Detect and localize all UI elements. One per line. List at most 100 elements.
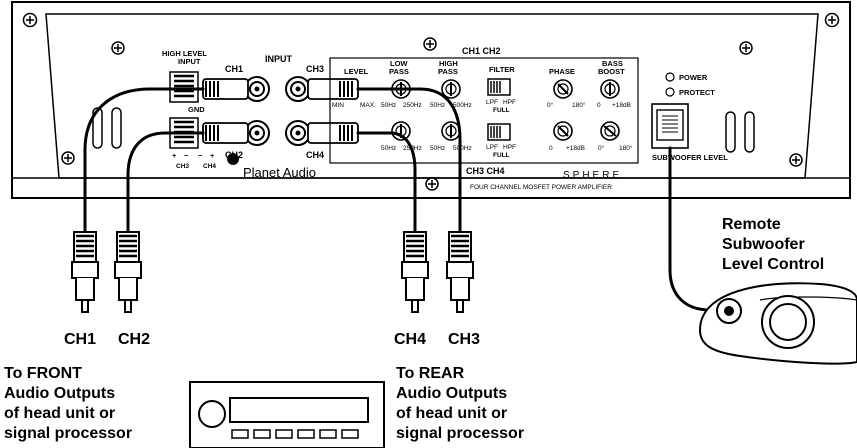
filter-switch-ch12[interactable]	[487, 78, 511, 96]
level-max-label: MAX	[360, 102, 375, 109]
phase-0-label: 0°	[598, 144, 605, 152]
phase-180-label: 180°	[572, 101, 586, 109]
bass-label: BASS	[602, 59, 623, 68]
protect-led-icon	[665, 87, 675, 97]
terminal-ch4-label: CH4	[203, 163, 216, 170]
phase-knob-ch12[interactable]	[553, 79, 573, 99]
remote-title-line3: Level Control	[722, 256, 824, 273]
power-led-icon	[665, 72, 675, 82]
remote-knob-inner	[769, 303, 807, 341]
remote-cable-port-core	[724, 306, 734, 316]
head-unit-button	[297, 429, 315, 439]
head-unit-button	[341, 429, 359, 439]
hp-50hz-label: 50Hz	[430, 145, 445, 152]
rear-caption-line1: To REAR	[396, 365, 465, 382]
high-pass-knob-ch12[interactable]	[441, 79, 461, 99]
jack-ch4-label: CH4	[306, 150, 324, 160]
rca-plug-ch3	[307, 78, 359, 100]
cable-ch2	[126, 131, 205, 234]
high-pass-label-2: PASS	[438, 67, 458, 76]
model-name: SPHERE	[563, 170, 622, 181]
head-unit-display	[229, 397, 369, 423]
subwoofer-level-label: SUBWOOFER LEVEL	[652, 153, 728, 162]
jack-ch1-label: CH1	[225, 64, 243, 74]
lp-50hz-label: 50Hz	[381, 102, 396, 109]
connector-ch1-label: CH1	[64, 331, 96, 348]
amp-outer-frame	[11, 1, 851, 199]
filter-full-label: FULL	[493, 107, 510, 114]
head-unit-button	[253, 429, 271, 439]
rca-plug-end-ch3	[446, 231, 474, 313]
rca-jack-ch3[interactable]	[285, 76, 311, 102]
filter-switch-ch34[interactable]	[487, 123, 511, 141]
screw-icon	[789, 153, 803, 167]
rear-caption-line2: Audio Outputs	[396, 385, 507, 402]
head-unit-knob-icon	[198, 400, 226, 428]
brand-text: Planet Audio	[243, 165, 316, 180]
filter-lpf-label: LPF	[486, 99, 498, 106]
filter-full-label: FULL	[493, 152, 510, 159]
vent-slot	[725, 111, 736, 153]
bass-0-label: 0	[597, 102, 601, 109]
phase-180-label: 180°	[619, 144, 633, 152]
screw-icon	[22, 12, 38, 28]
bass-boost-knob-ch34[interactable]	[600, 121, 620, 141]
rca-jack-ch1[interactable]	[244, 76, 270, 102]
cable-remote	[668, 146, 712, 312]
front-caption-line2: Audio Outputs	[4, 385, 115, 402]
front-caption-line4: signal processor	[4, 425, 132, 442]
screw-icon	[824, 12, 840, 28]
low-pass-label-2: PASS	[389, 67, 409, 76]
ch1-ch2-label: CH1 CH2	[462, 46, 501, 56]
level-min-label: MIN	[332, 102, 344, 109]
high-pass-label: HIGH	[439, 59, 458, 68]
remote-level-control[interactable]	[698, 282, 857, 365]
input-label: INPUT	[178, 57, 201, 66]
terminal-ch3-label: CH3	[176, 163, 189, 170]
rca-plug-ch4	[307, 122, 359, 144]
rca-plug-ch1	[202, 78, 249, 100]
head-unit-button	[231, 429, 249, 439]
lp-250hz-label: 250Hz	[403, 102, 422, 109]
vent-slot	[744, 111, 755, 153]
cable-ch3	[356, 87, 462, 234]
head-unit-button	[319, 429, 337, 439]
connector-ch2-label: CH2	[118, 331, 150, 348]
filter-label: FILTER	[489, 65, 515, 74]
protect-label: PROTECT	[679, 88, 715, 97]
bass-18db-label: +18dB	[612, 102, 631, 109]
polarity-plus: +	[172, 151, 177, 160]
vent-slot	[111, 107, 122, 149]
remote-title-line2: Subwoofer	[722, 236, 805, 253]
bass-boost-knob-ch12[interactable]	[600, 79, 620, 99]
rca-jack-ch2[interactable]	[244, 120, 270, 146]
level-label: LEVEL	[344, 67, 369, 76]
phase-knob-ch34[interactable]	[553, 121, 573, 141]
amp-description: FOUR CHANNEL MOSFET POWER AMPLIFIER	[470, 184, 612, 191]
phase-0-label: 0°	[547, 101, 554, 109]
subwoofer-level-jack[interactable]	[651, 103, 689, 149]
head-unit	[189, 381, 385, 448]
amp-panel	[45, 13, 819, 179]
screw-icon	[111, 41, 125, 55]
remote-title-line1: Remote	[722, 216, 781, 233]
hp-50hz-label: 50Hz	[430, 102, 445, 109]
cable-ch1	[83, 87, 205, 234]
filter-hpf-label: HPF	[503, 99, 516, 106]
screw-icon	[61, 151, 75, 165]
rca-plug-end-ch2	[114, 231, 142, 313]
connector-ch4-label: CH4	[394, 331, 426, 348]
screw-icon	[425, 177, 439, 191]
boost-label: BOOST	[598, 67, 625, 76]
front-caption-line3: of head unit or	[4, 405, 115, 422]
lp-50hz-label: 50Hz	[381, 145, 396, 152]
high-pass-knob-ch34[interactable]	[441, 121, 461, 141]
front-caption-line1: To FRONT	[4, 365, 82, 382]
cable-ch4	[356, 131, 417, 234]
ch3-ch4-label: CH3 CH4	[466, 166, 505, 176]
screw-icon	[423, 37, 437, 51]
rear-caption-line3: of head unit or	[396, 405, 507, 422]
rca-jack-ch4[interactable]	[285, 120, 311, 146]
rca-plug-ch2	[202, 122, 249, 144]
